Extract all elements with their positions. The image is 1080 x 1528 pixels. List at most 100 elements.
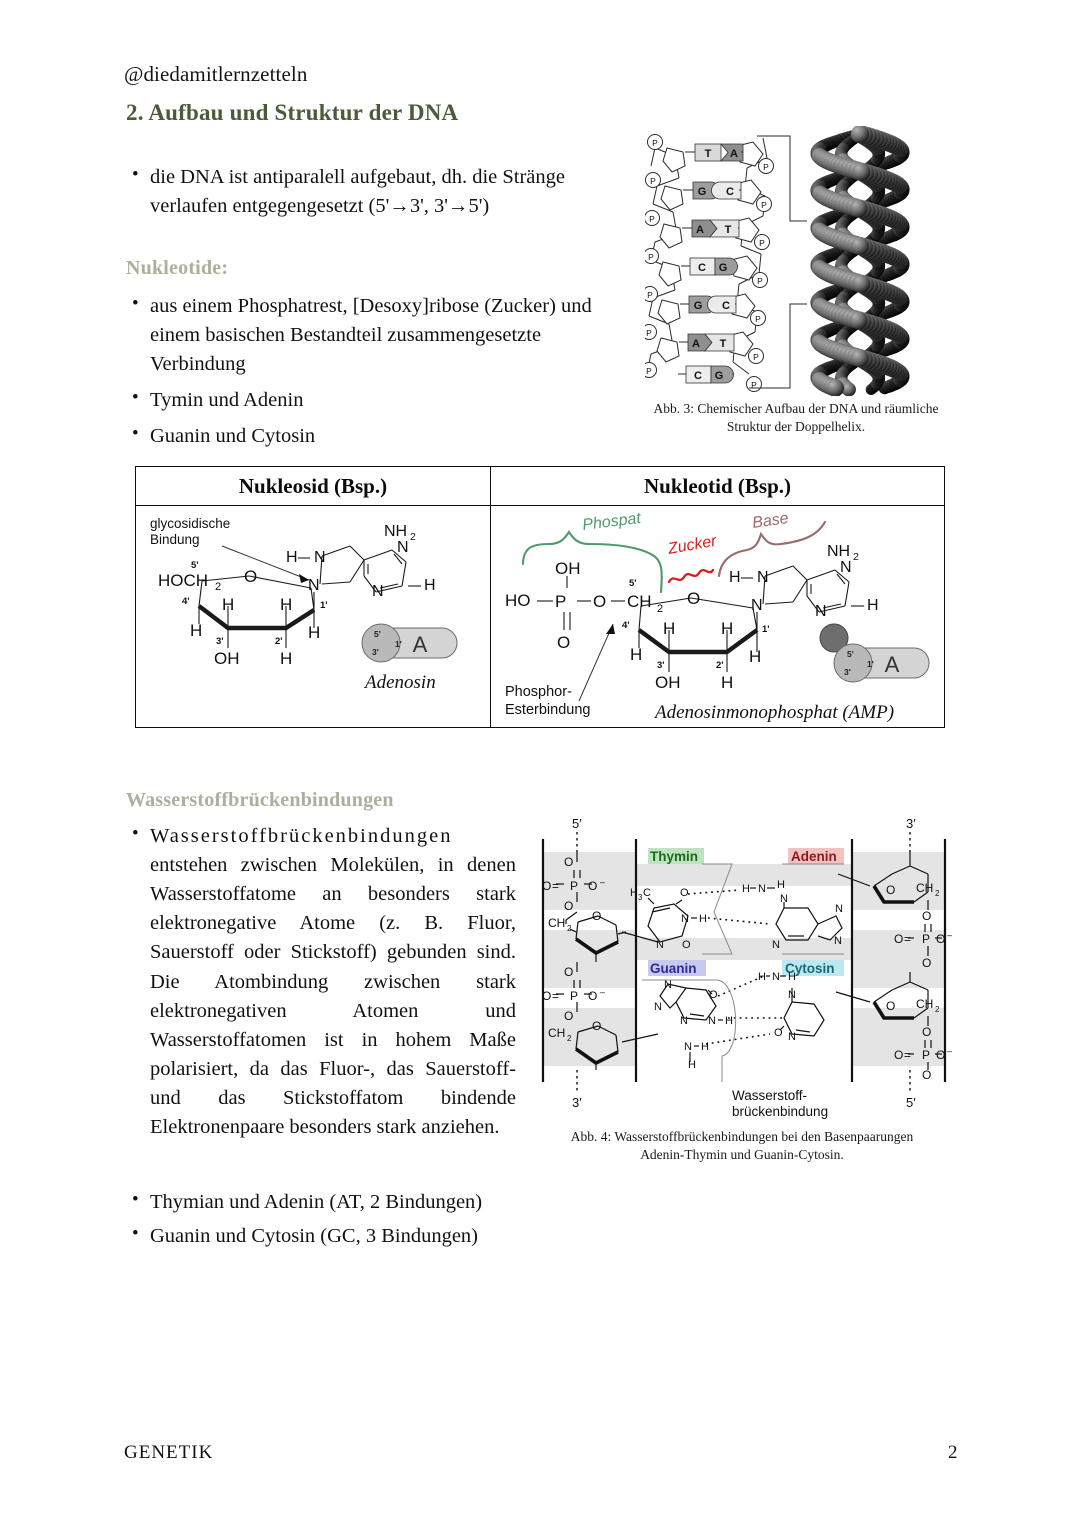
- svg-text:G: G: [715, 370, 724, 382]
- svg-text:P: P: [648, 252, 654, 262]
- svg-text:T: T: [725, 224, 732, 236]
- svg-text:N: N: [397, 539, 409, 556]
- base-pair-rung: G C: [680, 295, 737, 314]
- table-cell-nucleotide: Phospat Zucker Base HO P OH O: [491, 506, 944, 728]
- bullet-list-pairing: Thymian und Adenin (AT, 2 Bindungen) Gua…: [128, 1187, 548, 1251]
- base-pair-rung: A T: [679, 333, 735, 352]
- svg-text:N: N: [834, 935, 842, 947]
- dna-helix-model: [810, 126, 910, 396]
- svg-text:N: N: [815, 603, 827, 620]
- svg-text:N: N: [654, 1001, 662, 1013]
- svg-text:N: N: [780, 893, 788, 905]
- svg-text:C: C: [698, 262, 706, 274]
- svg-text:P: P: [570, 989, 578, 1003]
- svg-text:O: O: [922, 909, 931, 923]
- amp-name: Adenosinmonophosphat (AMP): [653, 702, 894, 723]
- list-item: Thymian und Adenin (AT, 2 Bindungen): [128, 1187, 548, 1217]
- svg-text:H: H: [867, 597, 879, 614]
- list-item: Tymin und Adenin: [128, 385, 618, 415]
- svg-text:P: P: [755, 314, 761, 324]
- svg-text:5': 5': [629, 578, 637, 589]
- hand-label-zucker: Zucker: [666, 533, 719, 559]
- svg-text:N: N: [314, 549, 326, 566]
- svg-text:O: O: [564, 965, 573, 979]
- svg-text:A: A: [730, 148, 738, 160]
- nucleoside-nucleotide-table: Nukleosid (Bsp.) Nukleotid (Bsp.) glycos…: [135, 466, 945, 728]
- svg-text:P: P: [753, 352, 759, 362]
- label-5prime-bottomright: 5′: [906, 1095, 916, 1110]
- svg-text:H: H: [630, 887, 638, 899]
- list-item: Wasserstoffbrückenbindungen entstehen zw…: [128, 821, 516, 1142]
- svg-text:3': 3': [372, 647, 379, 657]
- svg-text:Esterbindung: Esterbindung: [505, 702, 590, 718]
- svg-text:P: P: [649, 214, 655, 224]
- svg-text:H: H: [699, 913, 707, 925]
- page-title: 2. Aufbau und Struktur der DNA: [126, 100, 459, 125]
- svg-text:O: O: [709, 989, 718, 1001]
- svg-text:CH: CH: [548, 1026, 565, 1040]
- svg-text:P: P: [922, 1048, 930, 1062]
- svg-text:2: 2: [657, 603, 663, 615]
- table-cell-nucleoside: glycosidische Bindung: [136, 506, 491, 728]
- svg-text:T: T: [705, 148, 712, 160]
- svg-text:H: H: [308, 623, 320, 642]
- svg-text:P: P: [761, 200, 767, 210]
- svg-text:CH: CH: [916, 881, 933, 895]
- label-3prime-bottomleft: 3′: [572, 1095, 582, 1110]
- figure3-caption: Abb. 3: Chemischer Aufbau der DNA und rä…: [648, 400, 944, 436]
- svg-text:N: N: [680, 1015, 688, 1027]
- svg-text:CH: CH: [916, 997, 933, 1011]
- svg-text:P: P: [555, 592, 566, 611]
- svg-text:1': 1': [762, 624, 770, 635]
- base-pair-rung: A T: [682, 219, 740, 238]
- svg-text:O: O: [774, 1027, 783, 1039]
- svg-text:NH: NH: [384, 523, 407, 540]
- footer-page-number: 2: [948, 1442, 958, 1463]
- hbond-caption-line2: brückenbindung: [732, 1104, 828, 1119]
- svg-text:C: C: [722, 300, 730, 312]
- svg-text:C: C: [643, 887, 651, 899]
- svg-text:–: –: [600, 877, 605, 887]
- svg-text:N: N: [757, 569, 769, 586]
- figure3-caption-line2: Struktur der Doppelhelix.: [726, 418, 866, 434]
- svg-text:P: P: [647, 290, 653, 300]
- svg-text:A: A: [413, 632, 428, 657]
- svg-text:T: T: [720, 338, 727, 350]
- hand-label-phosphat: Phospat: [581, 510, 642, 534]
- svg-text:N: N: [684, 1041, 692, 1053]
- svg-text:H: H: [222, 595, 234, 614]
- svg-text:HOCH: HOCH: [158, 571, 208, 590]
- svg-text:N: N: [772, 971, 780, 983]
- svg-text:2: 2: [567, 1034, 572, 1043]
- svg-text:3': 3': [657, 660, 665, 671]
- svg-text:P: P: [570, 879, 578, 893]
- svg-text:N: N: [664, 979, 672, 991]
- svg-text:H: H: [742, 883, 750, 895]
- adenosin-name: Adenosin: [363, 672, 436, 693]
- svg-text:O: O: [592, 909, 601, 923]
- svg-text:H: H: [280, 595, 292, 614]
- svg-text:C: C: [694, 370, 702, 382]
- svg-text:2': 2': [275, 636, 283, 647]
- svg-text:O: O: [244, 567, 257, 586]
- svg-text:O: O: [588, 879, 597, 893]
- svg-text:C: C: [726, 186, 734, 198]
- svg-text:N: N: [308, 577, 320, 594]
- figure-hydrogen-bonds: 5′ 3′ 3′ 5′ O O = P: [536, 812, 956, 1122]
- label-5prime-topleft: 5′: [572, 816, 582, 831]
- svg-text:P: P: [751, 380, 757, 390]
- svg-text:5': 5': [374, 629, 381, 639]
- svg-text:H: H: [424, 577, 436, 594]
- svg-text:P: P: [763, 162, 769, 172]
- figure-dna-structure: P P P P P P P: [645, 126, 945, 396]
- svg-text:2': 2': [716, 660, 724, 671]
- svg-text:O: O: [557, 633, 570, 652]
- svg-text:–: –: [947, 930, 952, 940]
- svg-text:O: O: [564, 899, 573, 913]
- svg-text:O: O: [936, 932, 945, 946]
- svg-text:2: 2: [215, 581, 221, 593]
- svg-text:Phosphor-: Phosphor-: [505, 684, 572, 700]
- svg-text:1': 1': [395, 639, 402, 649]
- svg-text:H: H: [286, 549, 298, 566]
- svg-text:P: P: [646, 366, 652, 376]
